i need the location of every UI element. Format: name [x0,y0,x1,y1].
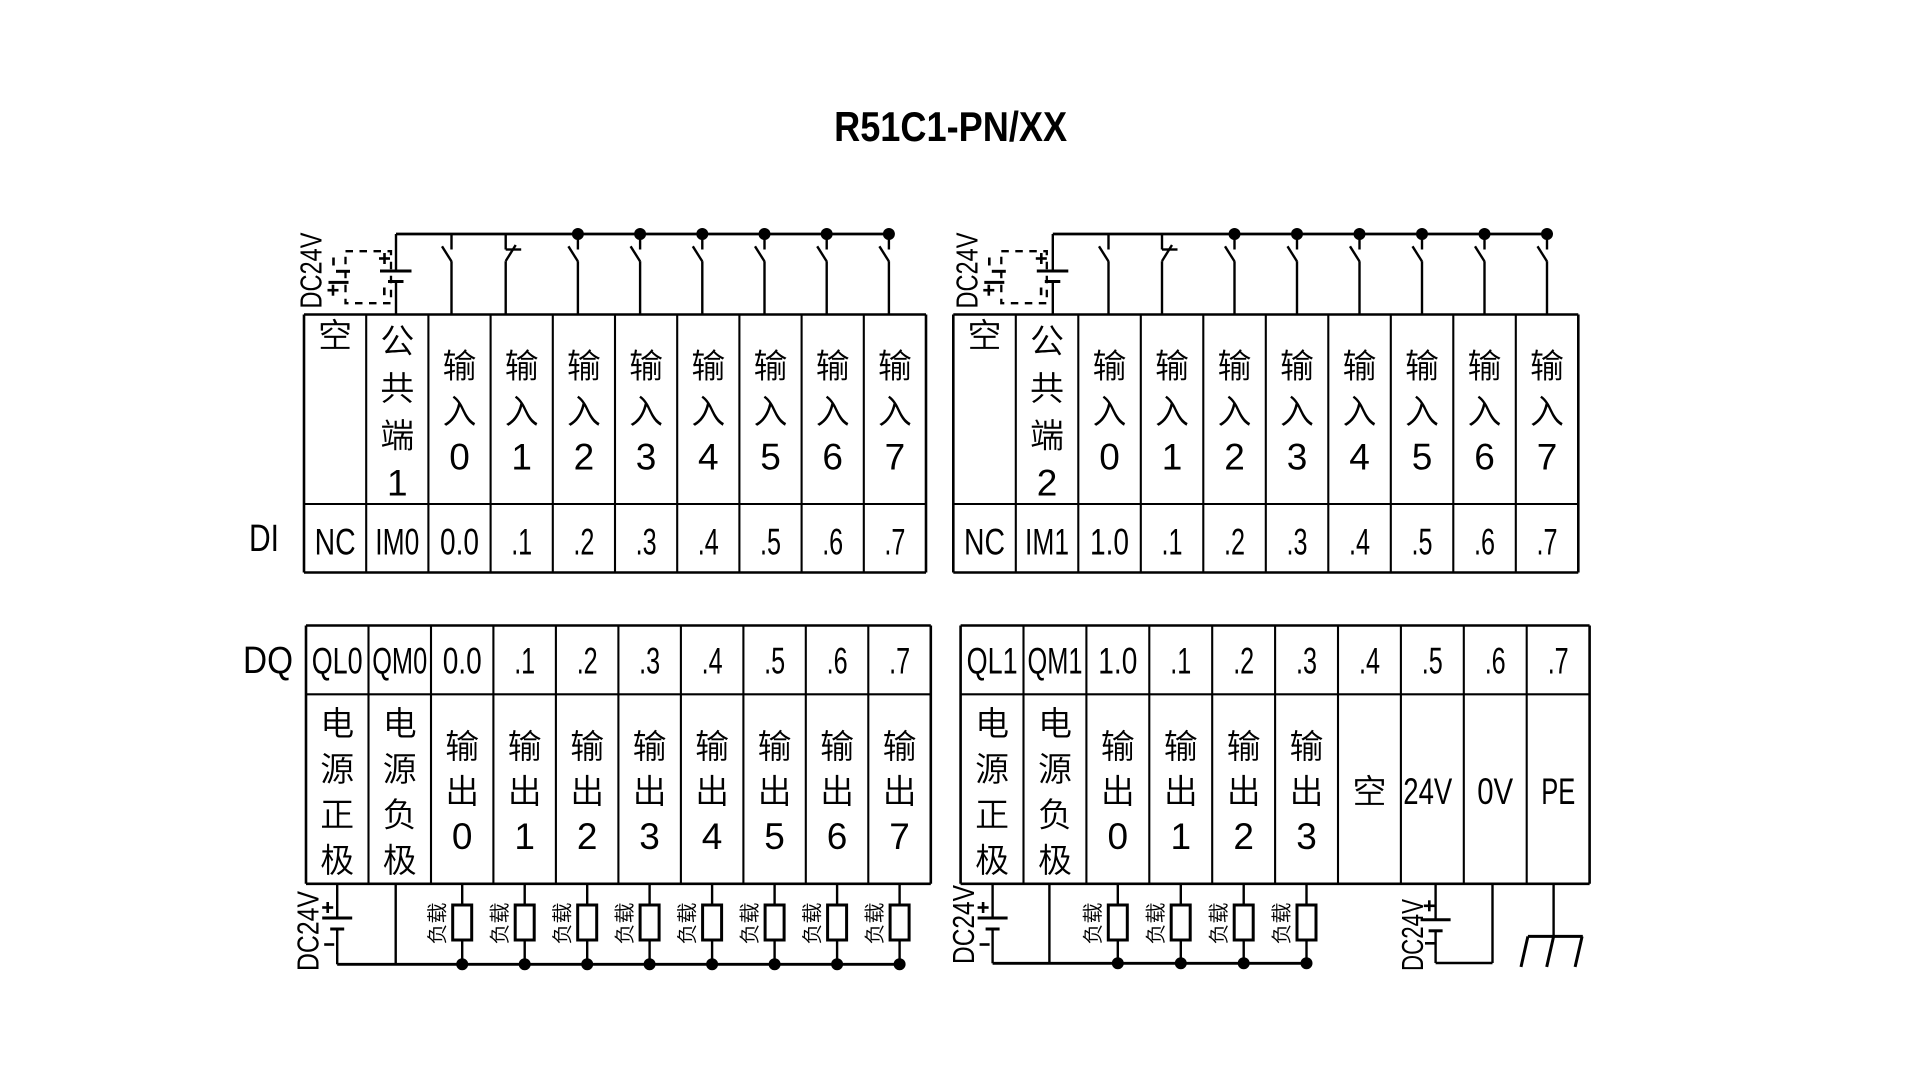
svg-text:0V: 0V [1477,771,1513,812]
svg-text:1: 1 [1171,816,1192,857]
svg-text:1: 1 [511,436,532,477]
svg-text:2: 2 [574,436,595,477]
svg-text:1.0: 1.0 [1098,640,1137,681]
svg-text:0: 0 [449,436,470,477]
svg-text:.4: .4 [698,522,719,563]
svg-text:.5: .5 [760,522,781,563]
svg-text:.5: .5 [1412,522,1433,563]
svg-text:2: 2 [1233,816,1254,857]
svg-text:4: 4 [698,436,719,477]
svg-text:0: 0 [1108,816,1129,857]
svg-text:QM1: QM1 [1028,640,1083,681]
svg-text:.3: .3 [639,640,660,681]
svg-text:.1: .1 [514,640,535,681]
svg-text:6: 6 [1474,436,1495,477]
svg-text:DC24V: DC24V [294,232,329,308]
svg-text:.5: .5 [764,640,785,681]
svg-text:R51C1-PN/XX: R51C1-PN/XX [834,103,1067,150]
svg-text:1: 1 [1162,436,1183,477]
svg-text:NC: NC [315,522,356,563]
svg-text:2: 2 [577,816,598,857]
svg-text:.6: .6 [1474,522,1495,563]
svg-text:.2: .2 [577,640,598,681]
svg-text:.3: .3 [636,522,657,563]
svg-text:1: 1 [514,816,535,857]
svg-text:QM0: QM0 [372,640,427,681]
svg-text:DC24V: DC24V [949,232,984,308]
svg-text:DC24V: DC24V [291,891,326,971]
svg-text:.1: .1 [1162,522,1183,563]
svg-text:3: 3 [1296,816,1317,857]
svg-text:IM0: IM0 [375,522,419,563]
svg-text:.1: .1 [511,522,532,563]
svg-text:DC24V: DC24V [1395,899,1430,971]
svg-text:.4: .4 [1349,522,1370,563]
svg-text:1.0: 1.0 [1090,522,1129,563]
svg-text:5: 5 [1412,436,1433,477]
svg-text:3: 3 [636,436,657,477]
svg-text:.3: .3 [1287,522,1308,563]
svg-text:0.0: 0.0 [440,522,479,563]
svg-text:.7: .7 [889,640,910,681]
svg-text:DI: DI [249,518,279,560]
svg-text:.1: .1 [1170,640,1191,681]
svg-text:.2: .2 [573,522,594,563]
svg-text:.7: .7 [1537,522,1558,563]
svg-text:IM1: IM1 [1025,522,1069,563]
svg-text:3: 3 [1287,436,1308,477]
svg-text:DC24V: DC24V [946,885,981,964]
svg-text:2: 2 [1224,436,1245,477]
svg-text:0: 0 [1099,436,1120,477]
svg-text:5: 5 [764,816,785,857]
svg-text:NC: NC [964,522,1005,563]
svg-text:0.0: 0.0 [443,640,482,681]
svg-text:.5: .5 [1422,640,1443,681]
svg-text:6: 6 [827,816,848,857]
svg-text:PE: PE [1541,771,1575,812]
svg-text:5: 5 [760,436,781,477]
svg-text:4: 4 [1349,436,1370,477]
svg-text:3: 3 [639,816,660,857]
svg-text:.7: .7 [884,522,905,563]
svg-text:0: 0 [452,816,473,857]
svg-text:7: 7 [1537,436,1558,477]
svg-text:.4: .4 [1359,640,1380,681]
svg-text:DQ: DQ [243,640,293,682]
svg-text:24V: 24V [1403,771,1452,812]
svg-text:.2: .2 [1224,522,1245,563]
svg-text:.7: .7 [1548,640,1569,681]
svg-text:.4: .4 [702,640,723,681]
svg-text:.2: .2 [1233,640,1254,681]
svg-text:7: 7 [885,436,906,477]
svg-text:QL1: QL1 [967,640,1018,681]
svg-text:.6: .6 [822,522,843,563]
svg-text:1: 1 [387,462,408,503]
svg-text:7: 7 [889,816,910,857]
svg-text:.6: .6 [827,640,848,681]
svg-text:QL0: QL0 [312,640,363,681]
svg-text:.3: .3 [1296,640,1317,681]
svg-text:4: 4 [702,816,723,857]
svg-text:2: 2 [1037,462,1058,503]
svg-text:6: 6 [822,436,843,477]
svg-text:.6: .6 [1485,640,1506,681]
